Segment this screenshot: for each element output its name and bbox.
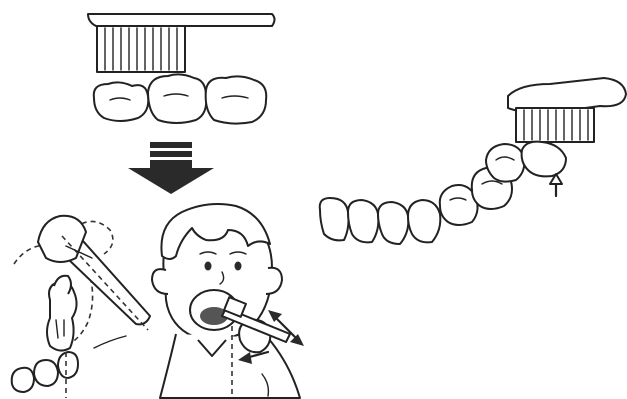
arrow-up-icon [550, 174, 562, 196]
tooth-closeup [47, 276, 77, 351]
toothbrush-arch-icon [508, 78, 626, 142]
brush-angle-detail-panel [12, 216, 150, 398]
dental-arch-teeth [320, 142, 566, 244]
brush-over-teeth-panel [88, 14, 275, 124]
arrow-down-icon [128, 142, 214, 194]
child-brushing-panel [152, 204, 304, 398]
dental-arch-panel [320, 78, 626, 244]
toothbrush-head-icon [88, 14, 275, 72]
molar-teeth-row [94, 74, 266, 123]
lower-teeth-closeup [12, 352, 78, 392]
